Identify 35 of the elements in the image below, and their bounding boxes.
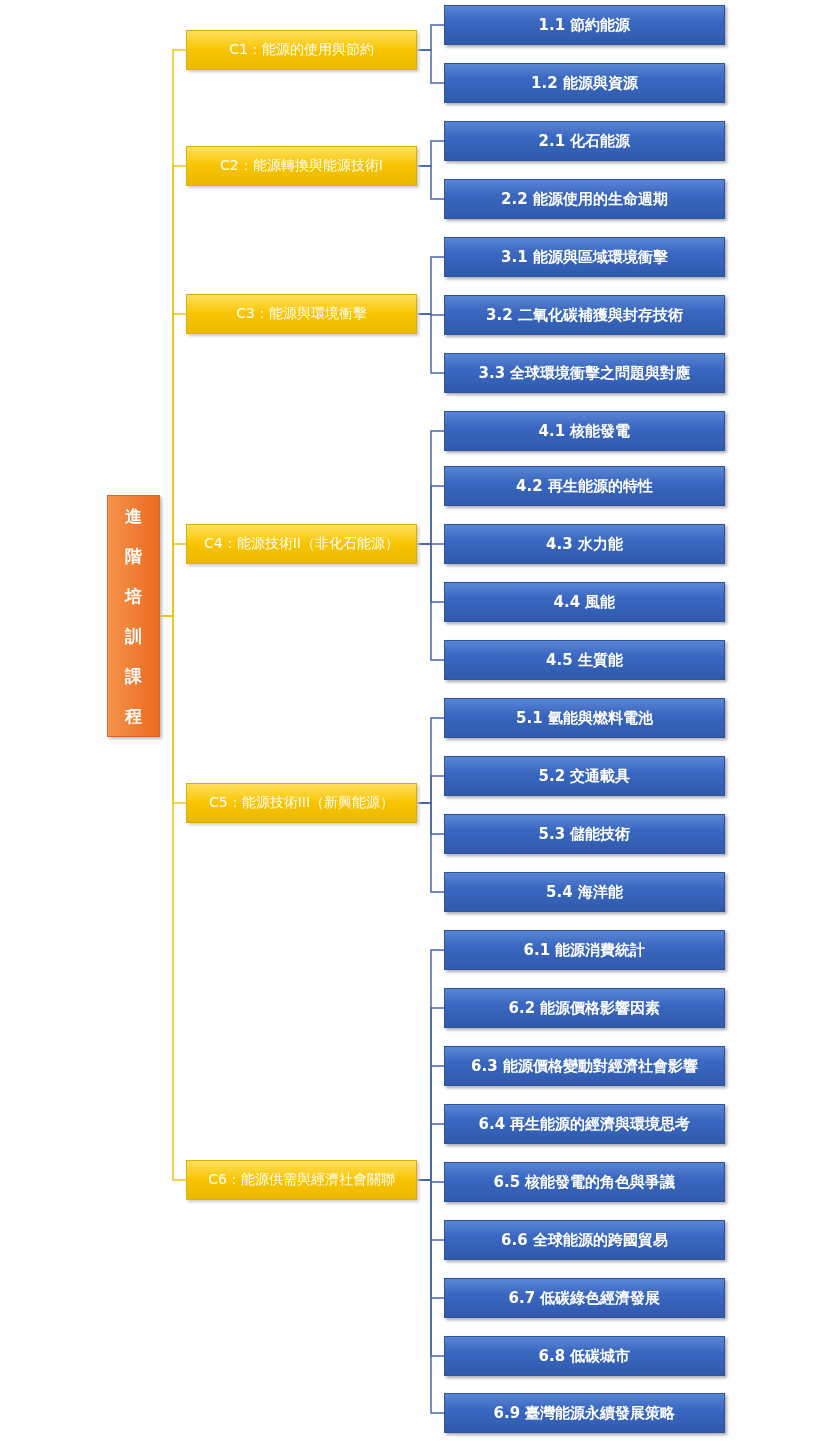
- module-box: C2：能源轉換與能源技術I: [186, 146, 417, 186]
- connector-line: [416, 49, 445, 84]
- module-box: C1：能源的使用與節約: [186, 30, 417, 70]
- unit-box: 2.2 能源使用的生命週期: [444, 179, 725, 219]
- unit-box: 6.7 低碳綠色經濟發展: [444, 1278, 725, 1318]
- unit-box: 6.8 低碳城市: [444, 1336, 725, 1376]
- unit-box: 4.5 生質能: [444, 640, 725, 680]
- unit-box: 4.3 水力能: [444, 524, 725, 564]
- unit-box: 1.1 節約能源: [444, 5, 725, 45]
- unit-box: 5.1 氫能與燃料電池: [444, 698, 725, 738]
- unit-box: 6.6 全球能源的跨國貿易: [444, 1220, 725, 1260]
- module-box: C5：能源技術III（新興能源）: [186, 783, 417, 823]
- module-box: C3：能源與環境衝擊: [186, 294, 417, 334]
- unit-box: 6.5 核能發電的角色與爭議: [444, 1162, 725, 1202]
- unit-box: 1.2 能源與資源: [444, 63, 725, 103]
- unit-box: 5.2 交通載具: [444, 756, 725, 796]
- unit-box: 3.2 二氧化碳補獲與封存技術: [444, 295, 725, 335]
- unit-box: 6.4 再生能源的經濟與環境思考: [444, 1104, 725, 1144]
- unit-box: 4.4 風能: [444, 582, 725, 622]
- unit-box: 6.2 能源價格影響因素: [444, 988, 725, 1028]
- course-box: 進階培訓課程: [107, 495, 160, 737]
- unit-box: 5.4 海洋能: [444, 872, 725, 912]
- connector-line: [416, 165, 445, 200]
- unit-box: 4.2 再生能源的特性: [444, 466, 725, 506]
- unit-box: 5.3 儲能技術: [444, 814, 725, 854]
- unit-box: 3.3 全球環境衝擊之問題與對應: [444, 353, 725, 393]
- unit-box: 3.1 能源與區域環境衝擊: [444, 237, 725, 277]
- unit-box: 6.9 臺灣能源永續發展策略: [444, 1393, 725, 1433]
- unit-box: 6.3 能源價格變動對經濟社會影響: [444, 1046, 725, 1086]
- connector-line: [416, 313, 445, 374]
- module-box: C4：能源技術II（非化石能源）: [186, 524, 417, 564]
- unit-box: 2.1 化石能源: [444, 121, 725, 161]
- unit-box: 6.1 能源消費統計: [444, 930, 725, 970]
- unit-box: 4.1 核能發電: [444, 411, 725, 451]
- module-box: C6：能源供需與經濟社會關聯: [186, 1160, 417, 1200]
